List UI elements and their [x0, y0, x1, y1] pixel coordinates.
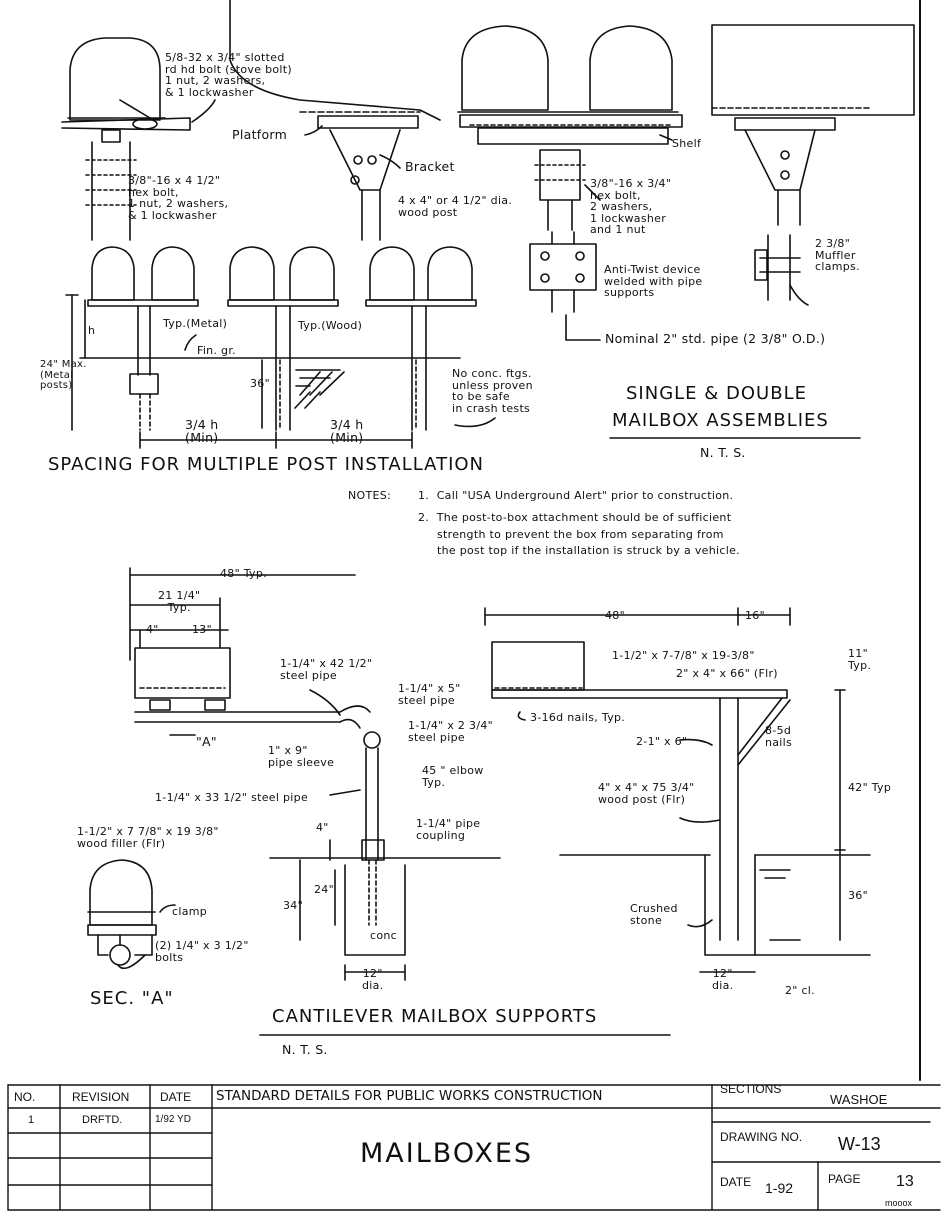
h-label: h — [88, 324, 96, 337]
hex-bolt-callout-right: 3/8"-16 x 3/4" hex bolt, 2 washers, 1 lo… — [590, 177, 672, 237]
dim-4: 4" — [146, 623, 159, 636]
three-quarter-h-left: 3/4 h (Min) — [185, 417, 219, 446]
pipe-sleeve-callout: 1" x 9" pipe sleeve — [268, 744, 335, 769]
dim-12a: 12" dia. — [362, 967, 384, 992]
tb-agency: WASHOE — [830, 1092, 888, 1107]
steel-pipe-2-callout: 1-1/4" x 2 3/4" steel pipe — [408, 719, 493, 744]
double-mailbox-shelf-detail — [457, 25, 683, 341]
bolts-callout: (2) 1/4" x 3 1/2" bolts — [155, 939, 249, 964]
pipe-coupling-callout: 1-1/4" pipe coupling — [416, 817, 481, 842]
note-2: 2. The post-to-box attachment should be … — [418, 511, 740, 557]
wood-filler-callout: 1-1/2" x 7 7/8" x 19 3/8" wood filler (F… — [77, 825, 219, 850]
dim-4b: 4" — [316, 821, 329, 834]
nts-label-2: N. T. S. — [282, 1042, 328, 1057]
nails-8d-callout: 8-5d nails — [765, 724, 793, 749]
dim-2: 2" cl. — [785, 984, 815, 997]
section-a-title: SEC. "A" — [90, 988, 174, 1009]
dim-13: 13" — [192, 623, 212, 636]
lumber-callout: 2" x 4" x 66" (Flr) — [676, 667, 778, 680]
cantilever-metal-detail — [129, 567, 501, 981]
tb-date-value: 1-92 — [765, 1180, 794, 1196]
tb-page-number: 13 — [896, 1173, 914, 1190]
dim-24: 24" — [314, 883, 334, 896]
tb-revision-header: REVISION — [72, 1090, 130, 1104]
max-24-label: 24" Max. (Metal posts) — [40, 359, 87, 391]
tb-drawing-number: W-13 — [838, 1134, 881, 1154]
multiple-post-spacing — [65, 246, 496, 449]
shelf-label: Shelf — [672, 137, 702, 150]
steel-pipe-5-callout: 1-1/4" x 5" steel pipe — [398, 682, 461, 707]
title-block-lines — [7, 1084, 941, 1211]
notes-label: NOTES: — [348, 489, 392, 502]
drawing-title: MAILBOXES — [360, 1138, 534, 1169]
dim-48-typ: 48" Typ. — [220, 567, 267, 580]
dim-42: 42" Typ — [848, 781, 892, 794]
cantilever-title: CANTILEVER MAILBOX SUPPORTS — [272, 1006, 598, 1027]
nts-label-1: N. T. S. — [700, 445, 746, 460]
tb-footer-stamp: mooox — [885, 1198, 913, 1208]
shelf-bracket-detail — [711, 24, 915, 306]
typ-metal-label: Typ.(Metal) — [163, 317, 228, 330]
bracket-label: Bracket — [405, 159, 455, 174]
platform-label: Platform — [232, 127, 288, 142]
concrete-label: conc — [370, 929, 397, 942]
single-mailbox-detail — [61, 37, 216, 241]
spacing-title: SPACING FOR MULTIPLE POST INSTALLATION — [48, 454, 485, 475]
dim-48: 48" — [605, 609, 625, 622]
muffler-clamp-callout: 2 3/8" Muffler clamps. — [815, 237, 860, 274]
tb-no-header: NO. — [14, 1090, 36, 1104]
section-a-mark: "A" — [196, 734, 217, 749]
bracket-detail — [229, 0, 441, 241]
three-quarter-h-right: 3/4 h (Min) — [330, 417, 364, 446]
dim-36b: 36" — [848, 889, 868, 902]
dim-11: 11" Typ. — [848, 647, 872, 672]
hex-bolt-callout-left: 3/8"-16 x 4 1/2" hex bolt, 1 nut, 2 wash… — [128, 174, 229, 222]
steel-pipe-33-callout: 1-1/4" x 33 1/2" steel pipe — [155, 791, 309, 804]
elbow-callout: 45 " elbow Typ. — [422, 764, 484, 789]
steel-pipe-42-callout: 1-1/4" x 42 1/2" steel pipe — [280, 657, 373, 682]
wood-post-callout: 4 x 4" or 4 1/2" dia. wood post — [398, 194, 513, 219]
cantilever-wood-detail — [484, 607, 871, 973]
nominal-pipe-callout: Nominal 2" std. pipe (2 3/8" O.D.) — [605, 331, 826, 346]
dim-36-label: 36" — [250, 377, 270, 390]
finished-grade-label: Fin. gr. — [197, 344, 236, 357]
typ-wood-label: Typ.(Wood) — [298, 319, 363, 332]
mailbox-assemblies-title: MAILBOX ASSEMBLIES — [612, 410, 829, 431]
tb-page-label: PAGE — [828, 1172, 861, 1186]
tb-date-label: DATE — [720, 1175, 752, 1189]
crushed-stone-callout: Crushed stone — [630, 902, 678, 927]
single-double-title: SINGLE & DOUBLE — [626, 383, 807, 404]
clamp-callout: clamp — [172, 905, 208, 918]
wood-post-75-callout: 4" x 4" x 75 3/4" wood post (Flr) — [598, 781, 695, 806]
tb-date-header: DATE — [160, 1090, 192, 1104]
dim-12b: 12" dia. — [712, 967, 734, 992]
anti-twist-callout: Anti-Twist device welded with pipe suppo… — [604, 263, 703, 300]
tb-drawing-no-label: DRAWING NO. — [720, 1130, 803, 1144]
nails-16d-callout: 3-16d nails, Typ. — [530, 711, 626, 724]
two-1x6-callout: 2-1" x 6" — [636, 735, 688, 748]
tb-standard-details: STANDARD DETAILS FOR PUBLIC WORKS CONSTR… — [216, 1088, 603, 1104]
dim-16: 16" — [745, 609, 765, 622]
tb-rev-date: 1/92 YD — [155, 1114, 191, 1125]
stove-bolt-callout: 5/8-32 x 3/4" slotted rd hd bolt (stove … — [165, 51, 292, 99]
tb-rev-number: 1 — [28, 1114, 35, 1126]
no-footings-note: No conc. ftgs. unless proven to be safe … — [452, 367, 533, 415]
filler-callout: 1-1/2" x 7-7/8" x 19-3/8" — [612, 649, 755, 662]
section-a-detail — [87, 859, 176, 970]
note-1: 1. Call "USA Underground Alert" prior to… — [418, 489, 734, 502]
tb-rev-desc: DRFTD. — [82, 1114, 123, 1126]
tb-sections-label: SECTIONS — [720, 1082, 782, 1096]
dim-34: 34" — [283, 899, 303, 912]
dim-21: 21 1/4" Typ. — [158, 589, 201, 614]
